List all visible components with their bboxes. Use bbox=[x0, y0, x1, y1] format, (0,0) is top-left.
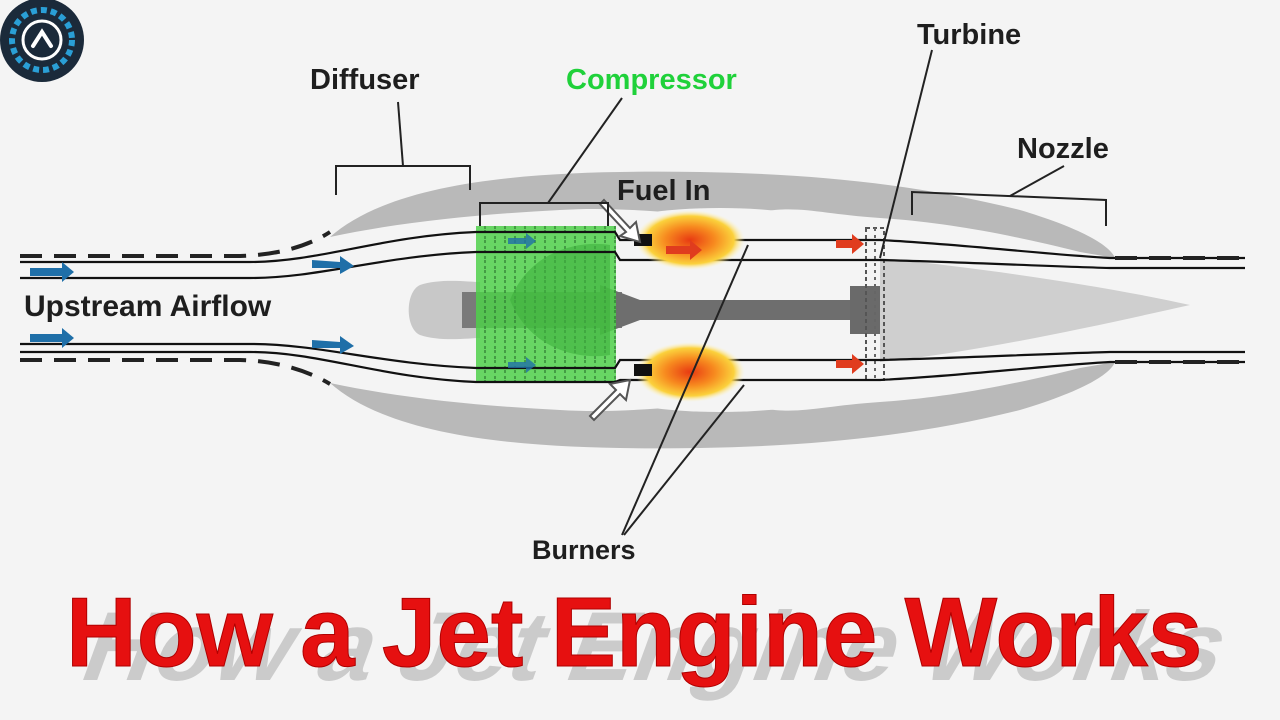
burners-label: Burners bbox=[532, 535, 636, 565]
compressor-section bbox=[476, 226, 616, 382]
exhaust-arrows bbox=[836, 234, 864, 374]
fuel-in-arrows bbox=[588, 198, 642, 422]
title-shadow: How a Jet Engine Works bbox=[69, 592, 1245, 701]
airflow-lines bbox=[20, 230, 1245, 384]
airflow-dashed-boundaries bbox=[20, 230, 1245, 386]
page-title: How a Jet Engine Works bbox=[66, 577, 1202, 687]
diffuser-label: Diffuser bbox=[310, 64, 420, 96]
fuel-in-label: Fuel In bbox=[617, 175, 710, 207]
label-leaders bbox=[335, 49, 1107, 536]
burner-flames bbox=[634, 210, 745, 402]
airflow-arrows bbox=[30, 233, 536, 373]
logo-icon bbox=[0, 0, 84, 82]
nozzle-label: Nozzle bbox=[1017, 133, 1109, 165]
turbine-label: Turbine bbox=[917, 19, 1021, 51]
compressor-label: Compressor bbox=[566, 64, 737, 96]
upstream-airflow-label: Upstream Airflow bbox=[24, 290, 272, 323]
